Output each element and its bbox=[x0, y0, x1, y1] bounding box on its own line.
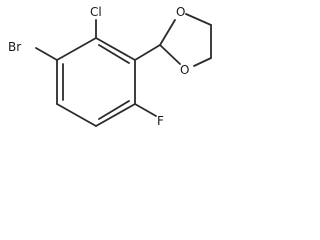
atom-label-oxygen-lower: O bbox=[180, 63, 189, 77]
dioxolane-ring bbox=[159, 13, 212, 67]
ring-double-bond-inner-bottom bbox=[98, 100, 130, 120]
bond-ring-to-acetal-carbon bbox=[134, 44, 161, 61]
ring-bond-c4-c5 bbox=[95, 103, 136, 127]
molecule-structure-diagram: Br Cl O O F bbox=[8, 5, 212, 128]
bond-ring-to-bromine bbox=[35, 47, 58, 61]
ring-double-bond-inner-top bbox=[98, 44, 130, 64]
ring-bond-c5-c6 bbox=[56, 103, 97, 127]
benzene-ring bbox=[56, 37, 136, 127]
atom-label-bromine: Br bbox=[8, 40, 21, 54]
bond-ring-to-fluorine bbox=[134, 103, 157, 117]
dioxolane-bond-o-lower-c bbox=[159, 44, 181, 65]
ring-bond-c1-c2 bbox=[56, 37, 97, 61]
dioxolane-bond-o-upper-ch2 bbox=[185, 13, 212, 26]
dioxolane-bond-ch2-o-lower bbox=[193, 57, 212, 67]
atom-label-chlorine: Cl bbox=[90, 5, 102, 19]
dioxolane-bond-c-o-upper bbox=[159, 19, 176, 46]
atom-label-oxygen-upper: O bbox=[176, 5, 185, 19]
atom-label-fluorine: F bbox=[157, 114, 164, 128]
ring-bond-c2-c3 bbox=[95, 37, 136, 61]
